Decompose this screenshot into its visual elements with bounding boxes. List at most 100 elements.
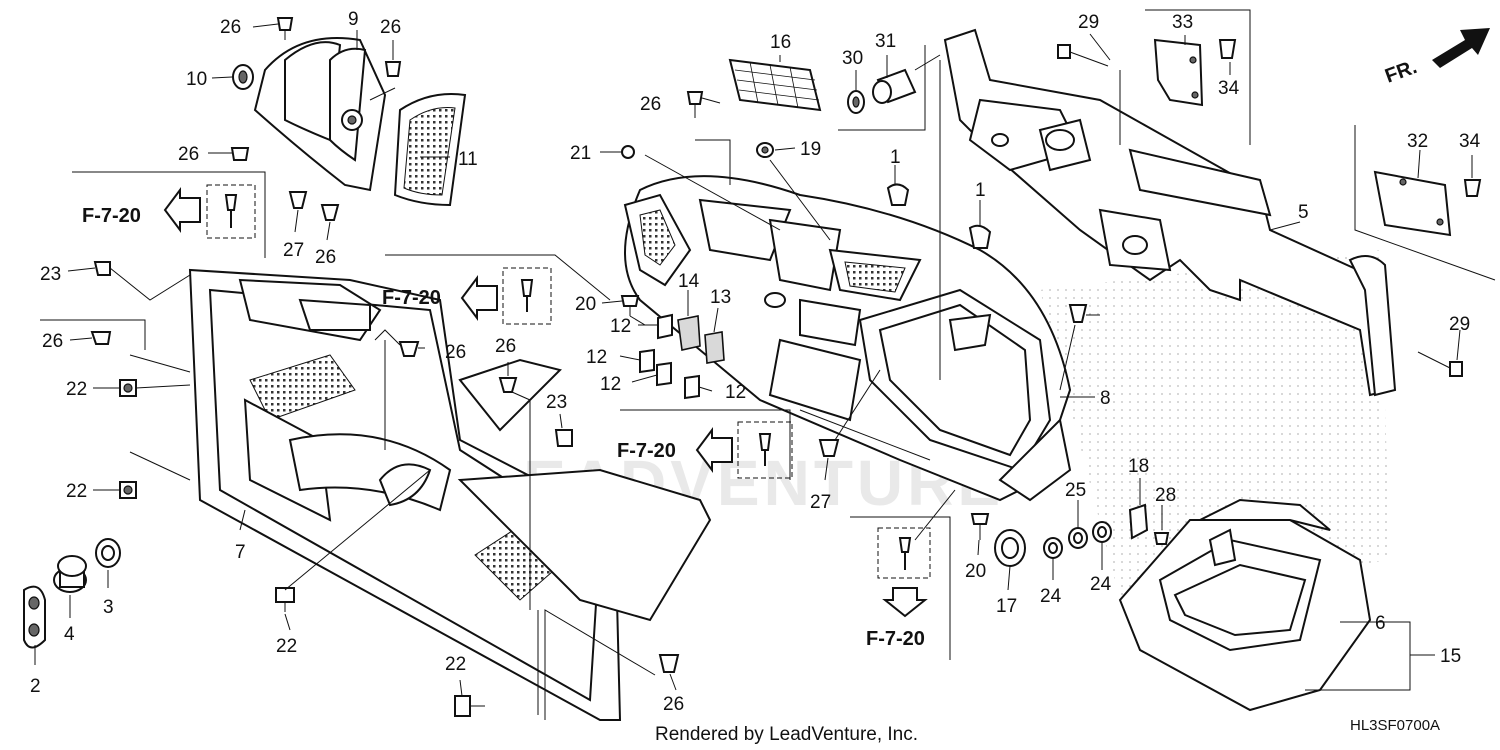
clip-27 <box>288 191 308 209</box>
clip-1-a <box>886 183 910 206</box>
part-12-b <box>639 348 655 374</box>
callout-29: 29 <box>1078 12 1099 33</box>
callout-26: 26 <box>445 342 466 363</box>
callout-12: 12 <box>600 374 621 395</box>
clip-26-top-right <box>384 61 402 77</box>
arrow-left-icon <box>460 275 498 321</box>
clip-27-b <box>818 439 840 457</box>
clip-26-bottom-center <box>658 654 680 673</box>
callout-20: 20 <box>965 561 986 582</box>
callout-21: 21 <box>570 143 591 164</box>
clip-26-right <box>1068 304 1088 323</box>
part-32-bracket <box>1373 170 1452 237</box>
ref-box-2 <box>502 267 552 325</box>
clip-1-b <box>968 224 992 249</box>
part-12-c <box>656 361 672 387</box>
callout-31: 31 <box>875 31 896 52</box>
callout-34: 34 <box>1218 78 1240 99</box>
callout-14: 14 <box>678 271 700 292</box>
part-24-a <box>1043 537 1063 559</box>
callout-34: 34 <box>1459 131 1481 152</box>
clip-26-bottom <box>320 204 340 221</box>
ref-box-1 <box>206 184 256 239</box>
callout-32: 32 <box>1407 131 1428 152</box>
clip-26-mid <box>398 341 420 357</box>
reference-label: F-7-20 <box>617 440 676 462</box>
callout-22: 22 <box>445 654 466 675</box>
part-7-lower-panel <box>188 268 712 721</box>
clip-28 <box>1153 532 1170 545</box>
callout-6: 6 <box>1375 613 1386 634</box>
credit-text: Rendered by LeadVenture, Inc. <box>655 724 918 745</box>
part-10-grommet <box>232 64 254 90</box>
callout-26: 26 <box>663 694 684 715</box>
arrow-down-icon <box>882 587 928 618</box>
callout-10: 10 <box>186 69 207 90</box>
bolt-20-b <box>970 513 990 540</box>
callout-22: 22 <box>66 379 87 400</box>
callout-20: 20 <box>575 294 596 315</box>
callout-17: 17 <box>996 596 1017 617</box>
callout-8: 8 <box>1100 388 1111 409</box>
part-31-socket <box>872 68 917 104</box>
front-marker: FR. <box>1382 56 1420 88</box>
part-6-glove-box <box>1118 498 1372 712</box>
part-13 <box>704 331 725 364</box>
callout-26: 26 <box>640 94 661 115</box>
callout-1: 1 <box>975 180 986 201</box>
callout-12: 12 <box>610 316 631 337</box>
part-12-d <box>684 374 700 400</box>
bolt-22-c <box>275 587 295 612</box>
callout-24: 24 <box>1090 574 1112 595</box>
clip-21 <box>621 145 635 159</box>
callout-27: 27 <box>810 492 831 513</box>
bolt-22-d <box>454 695 485 717</box>
callout-2: 2 <box>30 676 41 697</box>
callout-3: 3 <box>103 597 114 618</box>
reference-label: F-7-20 <box>866 628 925 650</box>
callout-12: 12 <box>586 347 607 368</box>
callout-26: 26 <box>380 17 401 38</box>
nut-22-a <box>119 379 137 397</box>
callout-28: 28 <box>1155 485 1176 506</box>
callout-15: 15 <box>1440 646 1461 667</box>
callout-1: 1 <box>890 147 901 168</box>
part-18-latch <box>1128 503 1149 540</box>
part-24-b <box>1092 521 1112 543</box>
part-3-ring <box>95 538 121 568</box>
callout-26: 26 <box>42 331 63 352</box>
part-16-net <box>728 58 822 112</box>
callout-16: 16 <box>770 32 791 53</box>
part-12-a <box>657 313 673 340</box>
callout-22: 22 <box>66 481 87 502</box>
reference-label: F-7-20 <box>82 205 141 227</box>
callout-18: 18 <box>1128 456 1149 477</box>
callout-26: 26 <box>220 17 241 38</box>
clip-23-center <box>554 429 573 447</box>
callout-33: 33 <box>1172 12 1193 33</box>
callout-27: 27 <box>283 240 304 261</box>
part-5-frame <box>943 28 1397 397</box>
part-17-knob <box>994 529 1026 567</box>
clip-26-left <box>230 147 250 161</box>
callout-30: 30 <box>842 48 863 69</box>
callout-5: 5 <box>1298 202 1309 223</box>
clip-26-center <box>498 377 518 393</box>
clip-26-top-center <box>686 91 704 118</box>
part-33-bracket <box>1153 38 1204 107</box>
part-30 <box>847 90 865 114</box>
arrow-left-icon <box>695 427 733 473</box>
part-4-plug <box>53 555 87 593</box>
callout-23: 23 <box>546 392 567 413</box>
callout-9: 9 <box>348 9 359 30</box>
callout-26: 26 <box>178 144 199 165</box>
callout-26: 26 <box>495 336 516 357</box>
callout-7: 7 <box>235 542 246 563</box>
callout-29: 29 <box>1449 314 1470 335</box>
front-direction-arrow-icon <box>1432 28 1490 68</box>
part-25 <box>1068 527 1088 549</box>
bolt-29-top <box>1057 44 1109 67</box>
part-14 <box>677 315 701 351</box>
arrow-left-icon <box>163 187 201 233</box>
